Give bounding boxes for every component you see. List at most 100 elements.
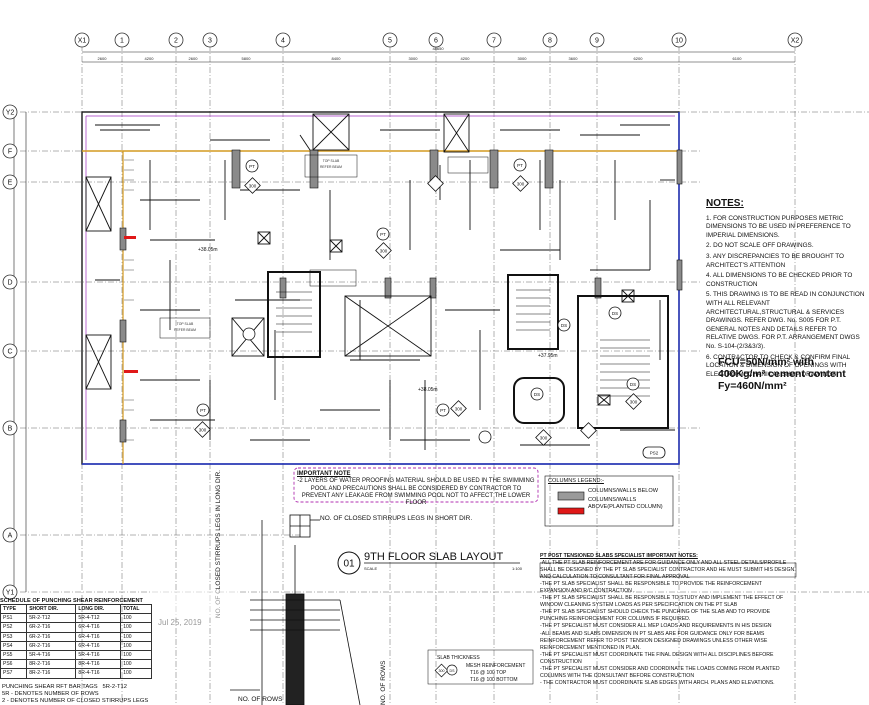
schedule-cell: 5R-2-T12 (26, 613, 77, 624)
schedule-cell: 100 (120, 668, 152, 679)
schedule-cell: 100 (120, 649, 152, 661)
grid-col-label: X1 (78, 38, 87, 45)
grid-col-label: 7 (492, 38, 496, 45)
spec-fcu: FCU=50N/mm² with (718, 356, 814, 368)
note-item: 6. CONTRACTOR TO CHECK & CONFIRM FINAL L… (706, 353, 850, 378)
schedule-cell: PS3 (0, 631, 28, 642)
grid-col-label: 4 (281, 38, 285, 45)
legend-above-label: COLUMNS/WALLS ABOVE(PLANTED COLUMN) (588, 497, 663, 510)
stirrups-short-label: NO. OF CLOSED STIRRUPS LEGS IN SHORT DIR… (320, 515, 472, 522)
date-stamp: Jul 25, 2019 (158, 618, 202, 627)
legend-box (544, 475, 674, 527)
grid-col-label: 5 (388, 38, 392, 45)
important-note-box (293, 467, 539, 503)
drawing-title: 9TH FLOOR SLAB LAYOUT (364, 551, 503, 563)
edge-hatch (124, 159, 134, 441)
legend-swatch-above (557, 507, 585, 515)
mesh-title: MESH REINFORCEMENT (466, 663, 525, 669)
schedule-cell: 5R-4-T16 (26, 649, 77, 661)
ps2-label: PS2 (650, 451, 659, 456)
rows-label: NO. OF ROWS (380, 660, 387, 705)
schedule-cell: PS5 (0, 649, 28, 661)
schedule-header: TYPE (0, 603, 28, 615)
stair-treads (276, 289, 650, 397)
reinforcement-bars (95, 124, 675, 446)
pt-note-item: EXPANSION AND R/C CONTRACTION . (540, 588, 635, 595)
thk-label: 300 (540, 436, 548, 441)
stirrups-long-label: NO. OF CLOSED STIRRUPS LEGS IN LONG DIR. (215, 470, 222, 618)
grid-row-label: B (8, 426, 13, 433)
thk-label: 300 (630, 400, 638, 405)
grid-row-label: F (8, 149, 12, 156)
svg-text:3000: 3000 (518, 56, 528, 61)
svg-text:4200: 4200 (145, 56, 155, 61)
important-note-title: IMPORTANT NOTE (297, 471, 351, 477)
ds-label: DS (612, 311, 618, 316)
table-row: PS6 8R-2-T16 8R-4-T16 100 (0, 659, 152, 670)
pt-note-item: -THE PT SLAB SPECIALIST SHOULD CHECK THE… (540, 609, 771, 623)
grid-col-label: 1 (120, 38, 124, 45)
schedule-cell: 5R-4-T16 (75, 649, 122, 661)
grid-labels: X1 1 2 3 4 5 6 7 8 9 10 X2 Y2 F E D C B … (6, 38, 800, 597)
plan-note-boxes (159, 154, 489, 339)
schedule-cell: 8R-2-T16 (26, 668, 77, 679)
pt-diamond-tags (194, 175, 642, 446)
pt-note-item: -THE PT SPECIALIST MUST CONSIDER ALL MEP… (540, 623, 772, 630)
important-note-text: -2 LAYERS OF WATER PROOFING MATERIAL SHO… (297, 478, 535, 507)
svg-text:6100: 6100 (733, 56, 743, 61)
schedule-cell: 6R-4-T16 (75, 640, 122, 651)
schedule-cell: 8R-4-T16 (75, 659, 122, 670)
ds-label: DS (630, 382, 636, 387)
svg-text:3000: 3000 (409, 56, 419, 61)
stirrup-detail (230, 514, 361, 705)
grid-bubbles (2, 32, 803, 600)
tags-title: PUNCHING SHEAR RFT BAR TAGS (2, 684, 98, 690)
schedule-cell: 6R-2-T16 (26, 640, 77, 651)
svg-text:5800: 5800 (242, 56, 252, 61)
schedule-cell: 100 (120, 640, 152, 651)
slab-thickness-title: SLAB THICKNESS (437, 655, 480, 661)
note-item: 5. THIS DRAWING IS TO BE READ IN CONJUNC… (706, 291, 865, 350)
slab-level: +38.05m (198, 247, 218, 253)
tags-line: 2 - DENOTES NUMBER OF CLOSED STIRRUPS LE… (2, 698, 149, 704)
grid-col-label: 2 (174, 38, 178, 45)
columns-below (119, 149, 683, 443)
pt-label: PT (380, 232, 386, 237)
svg-text:4200: 4200 (461, 56, 471, 61)
slab-thickness-tag: DS (450, 669, 456, 673)
drawing-number: 01 (343, 559, 355, 570)
pt-note-item: -ALL THE PT SLAB REINFORCEMENT ARE FOR G… (540, 560, 795, 581)
table-row: PS3 6R-2-T16 6R-4-T16 100 (0, 631, 152, 642)
note-item: 1. FOR CONSTRUCTION PURPOSES METRIC DIME… (706, 214, 851, 239)
note-item: 2. DO NOT SCALE OFF DRAWINGS. (706, 242, 814, 250)
thk-label: 300 (249, 184, 257, 189)
grid-col-label: 10 (675, 38, 683, 45)
schedule-cell: PS1 (0, 613, 28, 624)
schedule-cell: 6R-2-T16 (26, 622, 77, 633)
thk-label: 300 (517, 182, 525, 187)
legend-below-label: COLUMNS/WALLS BELOW (588, 488, 659, 494)
punching-shear-schedule: SCHEDULE OF PUNCHING SHEAR REINFORCEMENT… (0, 598, 155, 679)
table-row: PS2 6R-2-T16 6R-4-T16 100 (0, 622, 152, 633)
schedule-title: SCHEDULE OF PUNCHING SHEAR REINFORCEMENT (0, 598, 143, 604)
pt-notes-title: PT POST TENSIONED SLABS SPECIALIST IMPOR… (540, 553, 698, 559)
table-row: PS1 5R-2-T12 5R-4-T12 100 (0, 613, 152, 624)
rows-label-bottom: NO. OF ROWS (238, 696, 283, 703)
pt-note-item: -THE PT SPECIALIST MUST COORDINATE THE F… (540, 651, 774, 665)
table-row: PS4 6R-2-T16 6R-4-T16 100 (0, 640, 152, 651)
tags-example: 5R-2-T12 (102, 684, 127, 690)
pt-note-item: -THE PT SPECIALIST MUST CONSIDER AND COO… (540, 665, 780, 679)
schedule-cell: 100 (120, 613, 152, 624)
grid-row-label: E (8, 180, 13, 187)
bar-tags-key: PUNCHING SHEAR RFT BAR TAGS 5R-2-T12 5R … (2, 684, 252, 705)
schedule-cell: 5R-4-T12 (75, 613, 122, 624)
svg-text:3600: 3600 (569, 56, 579, 61)
svg-text:REFER BEAM: REFER BEAM (320, 165, 342, 169)
grid-row-label: D (7, 280, 12, 287)
note-item: 3. ANY DISCREPANCIES TO BE BROUGHT TO AR… (706, 252, 845, 269)
schedule-cell: 100 (120, 631, 152, 642)
thk-label: 300 (380, 249, 388, 254)
